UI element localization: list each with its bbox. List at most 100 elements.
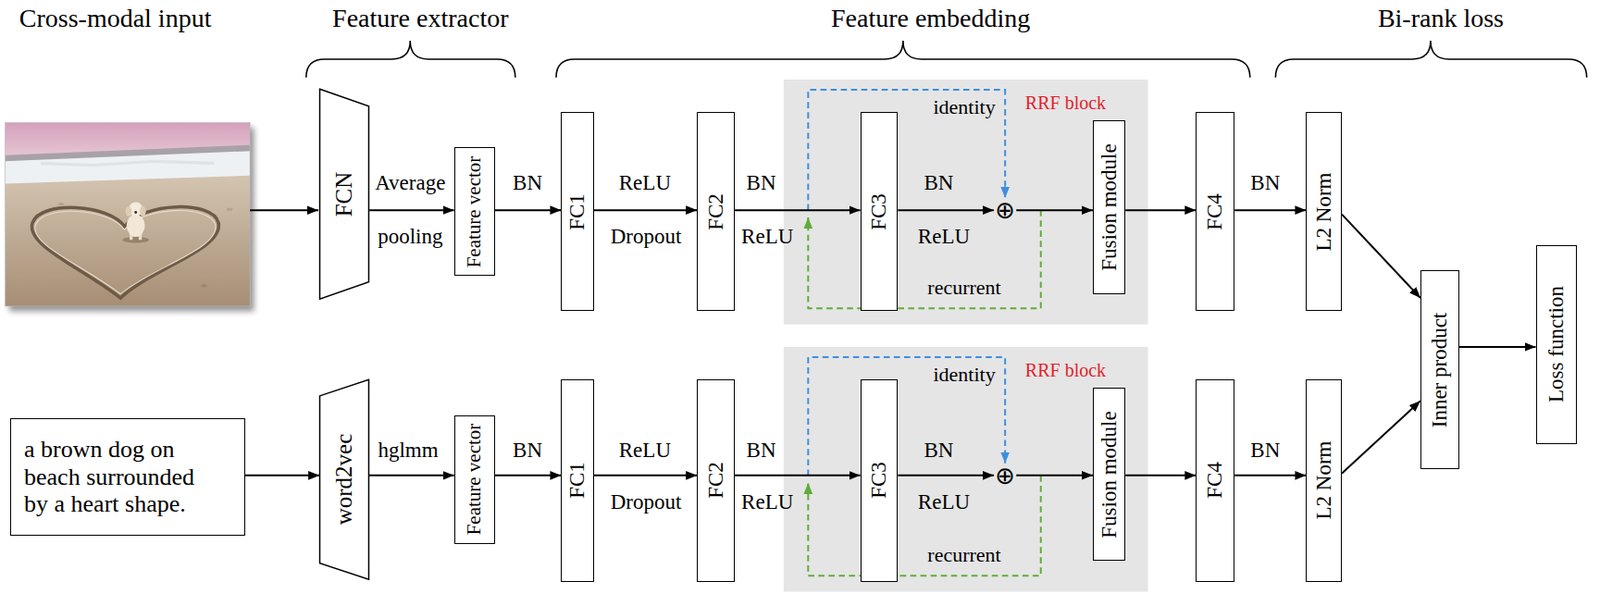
flow-arrow [245, 474, 321, 477]
fc-layer-box: FC3 [860, 111, 899, 311]
node-label: L2 Norm [1312, 441, 1336, 521]
operation-label: Average [374, 172, 446, 196]
photo-frame [5, 122, 251, 307]
section-brace [306, 40, 516, 78]
identity-skip-line [807, 357, 1005, 476]
node-label: FC3 [867, 193, 891, 231]
node-label: word2vec [331, 434, 358, 526]
operation-label: recurrent [927, 276, 1001, 299]
operation-label: BN [923, 172, 954, 196]
feature-vector-box: Feature vector [454, 415, 496, 545]
node-label: Fusion module [1097, 410, 1121, 538]
loss-function-box: Loss function [1536, 245, 1577, 445]
node-label: Inner product [1427, 311, 1452, 428]
beach-photo [5, 122, 251, 307]
operation-label: ReLU [917, 490, 970, 514]
flow-arrow [369, 474, 455, 477]
fc-layer-box: FC1 [560, 379, 594, 582]
operation-label: BN [1250, 172, 1280, 196]
operation-label: recurrent [927, 544, 1001, 567]
node-label: FC1 [565, 193, 589, 231]
node-label: FC2 [704, 462, 728, 500]
node-label: FC3 [867, 462, 891, 500]
fc-layer-box: FC3 [860, 379, 899, 582]
flow-arrow [594, 474, 697, 477]
node-label: Feature vector [463, 155, 485, 268]
operation-label: BN [512, 172, 543, 196]
sum-symbol: ⊕ [993, 198, 1017, 223]
fcn-extractor: FCN [319, 86, 370, 302]
flow-arrow [1234, 209, 1306, 211]
node-label: Loss function [1544, 285, 1568, 403]
flow-arrow [495, 474, 562, 477]
flow-arrow [1016, 209, 1093, 211]
operation-label: BN [923, 439, 954, 463]
operation-label: ReLU [917, 224, 970, 249]
trapezoid-shape [320, 88, 370, 299]
rrf-band-fill [783, 347, 1149, 593]
flow-arrow [1341, 214, 1421, 298]
rrf-band-fill [783, 79, 1149, 325]
flow-arrow [897, 209, 994, 211]
inner-product-box: Inner product [1420, 270, 1460, 470]
operation-label: identity [932, 363, 995, 386]
node-label: FC4 [1203, 193, 1228, 231]
section-brace [556, 40, 1251, 78]
recurrent-loop-line [807, 210, 1041, 309]
node-label: FCN [331, 171, 358, 217]
operation-label: BN [1250, 439, 1280, 463]
section-heading: Bi-rank loss [1377, 3, 1504, 33]
l2-norm-box: L2 Norm [1305, 379, 1342, 582]
flow-arrow [734, 209, 861, 211]
dog-nose [134, 210, 137, 214]
flow-arrow [1234, 474, 1306, 477]
node-label: a brown dog on beach surrounded by a hea… [11, 428, 245, 527]
block-title: RRF block [1025, 359, 1106, 381]
photo-sand [5, 175, 251, 307]
flow-arrow [594, 209, 697, 211]
flow-arrow [1016, 474, 1093, 477]
fusion-module-box: Fusion module [1092, 120, 1126, 294]
word2vec-extractor: word2vec [319, 377, 370, 583]
operation-label: BN [512, 439, 543, 463]
operation-label: ReLU [619, 439, 671, 463]
node-label: Fusion module [1097, 143, 1121, 271]
fc-layer-box: FC4 [1195, 379, 1235, 582]
block-title: RRF block [1025, 92, 1106, 113]
section-heading: Feature embedding [831, 3, 1030, 33]
dog-shadow [122, 236, 149, 244]
fusion-module-box: Fusion module [1092, 387, 1126, 561]
input-arrow [249, 209, 319, 211]
node-label: FC4 [1203, 462, 1228, 500]
section-heading: Cross-modal input [19, 3, 212, 33]
operation-label: hglmm [377, 439, 438, 463]
trapezoid-shape [320, 379, 370, 580]
operation-label: Dropout [610, 490, 683, 514]
flow-arrow [1125, 474, 1196, 477]
sand-heart-edge [35, 210, 216, 295]
operation-label: ReLU [741, 224, 794, 249]
fc-layer-box: FC2 [696, 111, 735, 311]
flow-arrow [495, 209, 562, 211]
node-label: Feature vector [463, 423, 485, 536]
footprint [200, 284, 208, 287]
flow-arrow [1125, 209, 1196, 211]
sum-symbol: ⊕ [993, 463, 1017, 488]
rrf-block: RRF blockFC3 ⊕ Fusion module [783, 79, 1149, 325]
node-label: L2 Norm [1312, 172, 1336, 251]
l2-norm-box: L2 Norm [1305, 111, 1342, 311]
flow-arrow [1459, 346, 1537, 348]
operation-label: Dropout [610, 224, 683, 249]
fc-layer-box: FC2 [696, 379, 735, 582]
rrf-block: RRF blockFC3 ⊕ Fusion module [783, 347, 1149, 593]
node-label: FC1 [565, 462, 589, 500]
feature-vector-box: Feature vector [454, 147, 496, 276]
dog-body [126, 214, 146, 237]
dog-ear [139, 206, 147, 217]
recurrent-loop-line [807, 475, 1041, 576]
operation-label: BN [746, 172, 777, 196]
node-label: ⊕ [994, 463, 1016, 488]
node-label: FC2 [704, 193, 728, 231]
identity-skip-line [807, 89, 1005, 211]
